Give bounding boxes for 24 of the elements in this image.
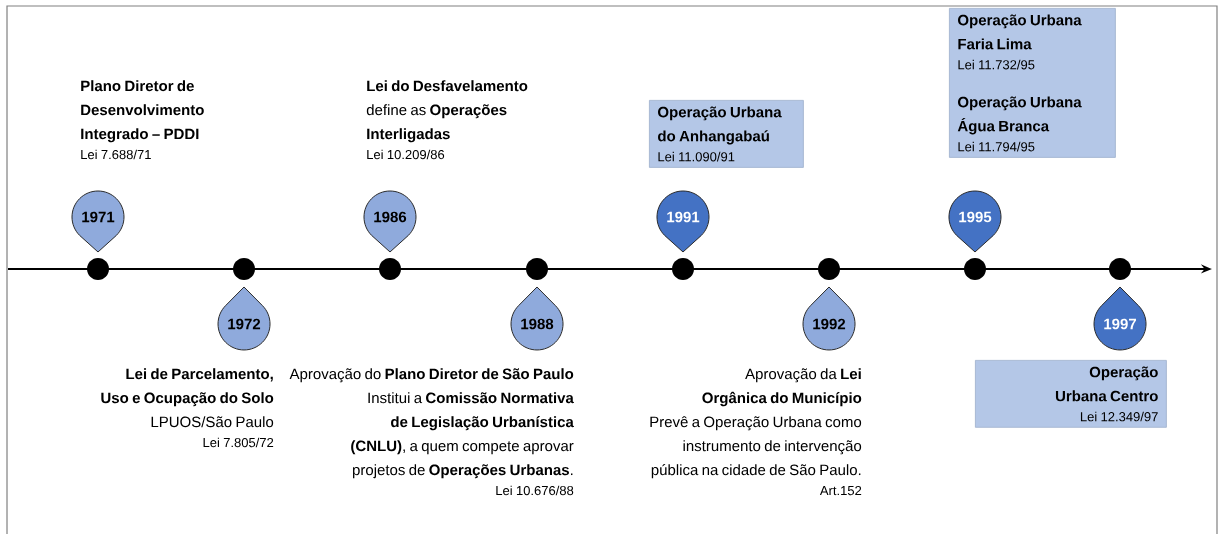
law-reference: Lei 7.688/71 — [81, 149, 151, 160]
event-title: Operação Urbana Centro — [1055, 366, 1158, 402]
event-text: Institui a Comissão Normativa de Legislação Urbanística (CNLU), a quem compete aprovar projetos de Operações Urbanas. — [351, 392, 574, 479]
event-title: Operação Urbana Faria Lima — [958, 14, 1082, 50]
law-reference: Lei 11.090/91 — [658, 151, 735, 162]
law-reference: Lei 12.349/97 — [1080, 411, 1158, 422]
law-reference: Lei 11.732/95 — [958, 59, 1035, 70]
event-title: Lei de Parcelamento, Uso e Ocupação do Solo — [101, 368, 274, 407]
law-reference: Art.152 — [819, 485, 862, 496]
event-text: Lei do Desfavelamento define as Operações Interligadas — [366, 80, 528, 143]
event-text: LPUOS/São Paulo — [151, 416, 274, 428]
event-title: Operação Urbana do Anhangabaú — [658, 106, 782, 145]
event-text: Prevê a Operação Urbana como instrumento de intervenção pública na cidade de São Paulo. — [650, 416, 862, 479]
event-title: Operação Urbana Água Branca — [957, 96, 1082, 135]
info-box — [649, 100, 804, 168]
info-box — [949, 8, 1116, 158]
event-title: Plano Diretor de Desenvolvimento Integrado – PDDI — [81, 80, 204, 143]
event-text: Aprovação da Lei Orgânica do Município — [702, 368, 862, 407]
event-text: Aprovação do Plano Diretor de São Paulo — [289, 368, 574, 383]
law-reference: Lei 7.805/72 — [203, 437, 274, 448]
law-reference: Lei 10.676/88 — [496, 485, 574, 496]
info-box — [975, 360, 1167, 428]
law-reference: Lei 11.794/95 — [958, 141, 1035, 152]
law-reference: Lei 10.209/86 — [367, 149, 445, 160]
